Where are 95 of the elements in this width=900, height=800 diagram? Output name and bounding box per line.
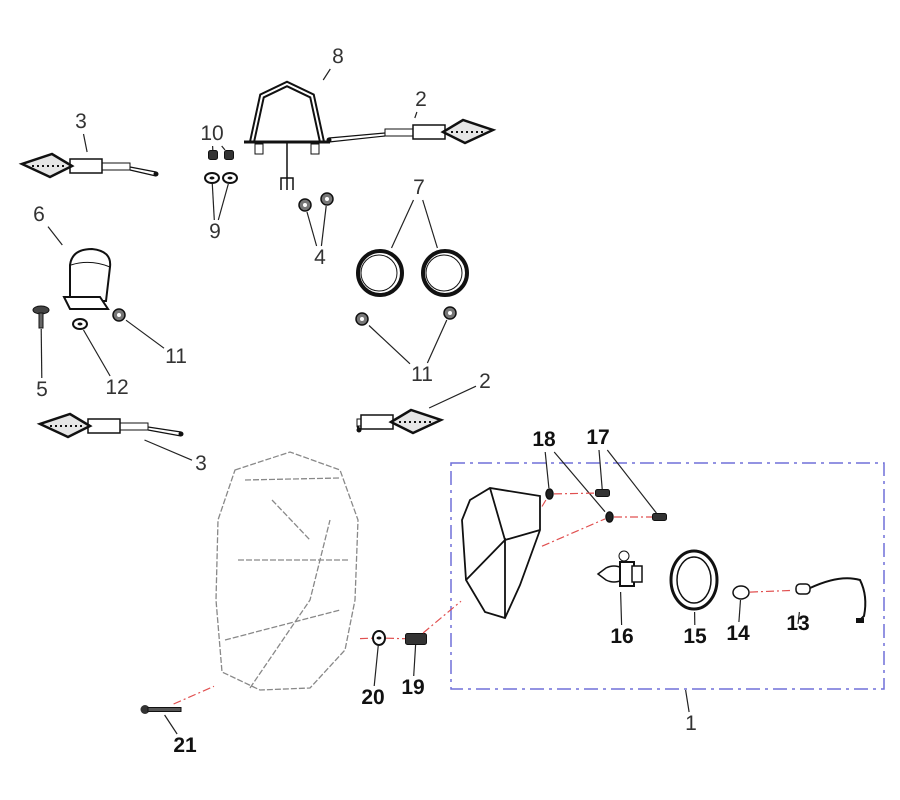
leader-line <box>322 68 331 80</box>
callout-number: 9 <box>207 220 223 244</box>
grommet-drawing <box>405 633 427 645</box>
leader-line <box>554 452 606 512</box>
leader-line <box>144 439 192 461</box>
leader-line <box>422 200 438 248</box>
assembly-line <box>173 686 214 705</box>
callout-number: 7 <box>410 176 428 200</box>
callout-number: 20 <box>359 686 387 710</box>
callout-number: 15 <box>681 625 709 649</box>
callout-number: 3 <box>192 452 210 476</box>
nut-drawing <box>112 308 126 322</box>
assembly-line <box>386 638 406 640</box>
leader-line <box>413 644 416 676</box>
callout-number: 6 <box>30 203 48 227</box>
assembly-line <box>422 600 462 634</box>
nut-drawing <box>208 150 218 160</box>
leader-line <box>598 450 603 490</box>
leader-line <box>390 200 414 248</box>
leader-line <box>428 386 476 409</box>
nut-drawing <box>443 306 457 320</box>
callout-number: 4 <box>312 246 328 270</box>
nut-drawing <box>320 192 334 206</box>
assembly-line <box>541 500 546 507</box>
screw-drawing <box>652 513 667 521</box>
leader-line <box>82 330 111 376</box>
leader-line <box>48 226 63 246</box>
callout-number: 5 <box>34 378 50 402</box>
nut-drawing <box>355 312 369 326</box>
lamp-cover-drawing <box>62 245 114 311</box>
callout-number: 3 <box>72 110 90 134</box>
ring-drawing <box>355 248 405 298</box>
leader-line <box>414 112 418 118</box>
assembly-line <box>614 516 652 518</box>
assembly-line <box>554 492 596 494</box>
washer-drawing <box>222 172 238 184</box>
callout-number: 17 <box>584 426 612 450</box>
leader-line <box>620 592 622 626</box>
turn-signal-drawing <box>325 118 495 146</box>
nut-drawing <box>224 150 234 160</box>
bulb-drawing <box>732 585 750 600</box>
washer-drawing <box>204 172 220 184</box>
ring-drawing <box>668 548 720 612</box>
plug-drawing <box>545 488 554 500</box>
callout-number: 2 <box>412 88 430 112</box>
callout-number: 12 <box>104 376 130 400</box>
leader-line <box>374 646 379 686</box>
turn-signal-drawing <box>355 408 443 436</box>
leader-line <box>606 450 657 514</box>
screw-drawing <box>595 489 610 497</box>
leader-line <box>368 325 410 364</box>
callout-number: 16 <box>608 625 636 649</box>
washer-drawing <box>372 630 386 646</box>
leader-line <box>212 184 215 220</box>
mount-bracket-drawing <box>242 80 332 192</box>
leader-line <box>164 714 178 734</box>
leader-line <box>685 690 690 712</box>
leader-line <box>738 600 742 622</box>
callout-number: 21 <box>171 734 199 758</box>
leader-line <box>320 206 327 246</box>
callout-number: 10 <box>200 122 224 146</box>
leader-line <box>40 329 42 378</box>
leader-line <box>544 452 550 488</box>
nut-drawing <box>298 198 312 212</box>
callout-number: 18 <box>530 428 558 452</box>
headlamp-housing-drawing <box>461 486 542 620</box>
callout-number: 14 <box>724 622 752 646</box>
turn-signal-drawing <box>20 152 160 180</box>
callout-number: 2 <box>476 370 494 394</box>
assembly-line <box>542 518 606 547</box>
leader-line <box>82 134 88 152</box>
callout-number: 8 <box>328 45 348 69</box>
windshield-drawing <box>214 450 360 692</box>
leader-line <box>694 612 696 625</box>
washer-drawing <box>72 318 88 330</box>
leader-line <box>218 184 229 220</box>
callout-number: 1 <box>684 712 698 736</box>
plug-drawing <box>605 511 614 523</box>
callout-number: 11 <box>410 363 434 387</box>
screw-drawing <box>32 305 50 329</box>
leader-line <box>426 320 448 364</box>
turn-signal-drawing <box>38 412 185 440</box>
leader-line <box>306 212 318 246</box>
assembly-outline <box>450 462 885 690</box>
screw-drawing <box>140 704 182 715</box>
leader-line <box>221 146 226 150</box>
assembly-line <box>360 638 372 640</box>
callout-number: 13 <box>784 612 812 636</box>
leader-line <box>797 612 800 624</box>
callout-number: 19 <box>399 676 427 700</box>
leader-line <box>212 146 214 150</box>
assembly-line <box>750 590 790 593</box>
leader-line <box>126 320 164 349</box>
callout-number: 11 <box>164 345 188 369</box>
ring-drawing <box>420 248 470 298</box>
